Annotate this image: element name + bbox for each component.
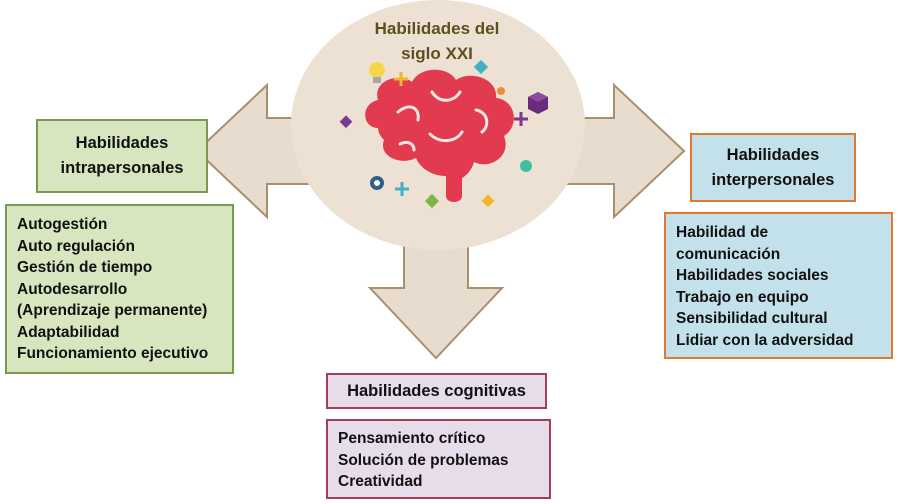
center-title: Habilidades del siglo XXI — [352, 16, 522, 66]
list-item: Lidiar con la adversidad — [676, 331, 854, 349]
dot-icon-orange — [497, 87, 505, 95]
cognitive-list: Pensamiento crítico Solución de problema… — [326, 419, 551, 499]
cube-icon — [528, 92, 548, 114]
interpersonal-list: Habilidad de comunicación Habilidades so… — [664, 212, 893, 359]
brain-icon — [365, 69, 514, 202]
interpersonal-title-box: Habilidades interpersonales — [690, 133, 856, 202]
right-arrow — [559, 82, 686, 220]
center-title-line2: siglo XXI — [401, 44, 473, 63]
diamond-icon-green — [424, 193, 440, 209]
interpersonal-title-line2: interpersonales — [711, 170, 835, 189]
plus-icon-yellow — [394, 72, 408, 86]
intrapersonal-title-line2: intrapersonales — [60, 159, 184, 177]
interpersonal-title-line1: Habilidades — [726, 145, 820, 164]
intrapersonal-list: Autogestión Auto regulación Gestión de t… — [5, 204, 234, 374]
list-item: (Aprendizaje permanente) — [17, 302, 208, 319]
plus-icon-teal — [395, 182, 409, 196]
list-item: Solución de problemas — [338, 451, 509, 469]
diamond-icon-yellow — [481, 194, 495, 208]
diamond-icon-purple — [339, 115, 353, 129]
list-item: Autodesarrollo — [17, 280, 128, 298]
list-item: Trabajo en equipo — [676, 288, 809, 306]
dot-icon-teal — [520, 160, 532, 172]
eye-icon — [370, 176, 384, 190]
list-item: Gestión de tiempo — [17, 259, 153, 276]
list-item: Adaptabilidad — [17, 323, 120, 341]
list-item: Auto regulación — [17, 237, 135, 255]
list-item: Habilidades sociales — [676, 267, 829, 284]
list-item: Creatividad — [338, 473, 423, 490]
intrapersonal-title-box: Habilidades intrapersonales — [36, 119, 208, 193]
list-item: Funcionamiento ejecutivo — [17, 345, 209, 362]
lightbulb-icon — [369, 62, 385, 83]
list-item: Habilidad de — [676, 224, 769, 241]
cognitive-title: Habilidades cognitivas — [347, 381, 526, 400]
list-item: comunicación — [676, 245, 781, 263]
plus-icon-purple — [514, 112, 528, 126]
list-item: Autogestión — [17, 216, 108, 233]
list-item: Sensibilidad cultural — [676, 310, 828, 327]
list-item: Pensamiento crítico — [338, 430, 486, 447]
intrapersonal-title-line1: Habilidades — [75, 134, 169, 152]
diamond-icon-teal — [473, 59, 489, 75]
cognitive-title-box: Habilidades cognitivas — [326, 373, 547, 409]
center-title-line1: Habilidades del — [374, 19, 500, 38]
